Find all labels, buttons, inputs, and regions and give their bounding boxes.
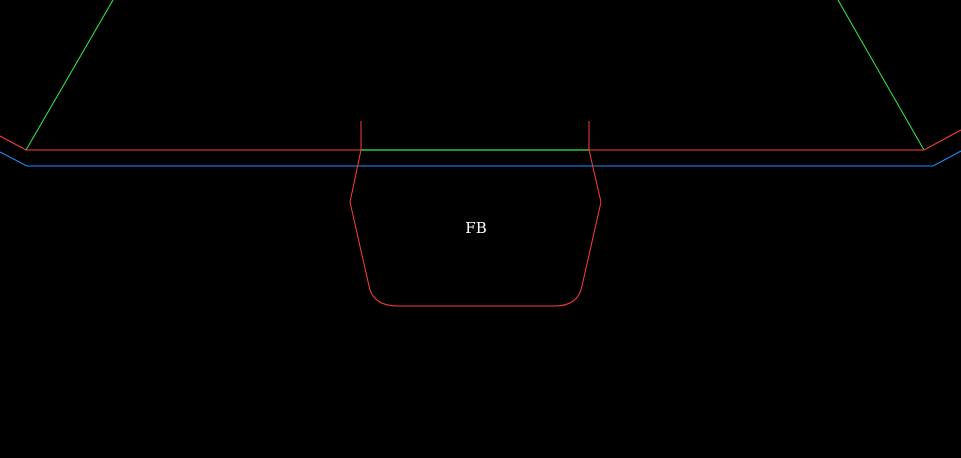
- channel-fb-outline: [349, 149, 602, 307]
- right-slope-line: [837, 0, 925, 151]
- offset-line: [0, 150, 961, 167]
- left-slope-line: [25, 0, 114, 151]
- region-label-fb: FB: [465, 219, 486, 237]
- left-surface-line: [0, 135, 361, 151]
- right-surface-line: [589, 129, 961, 151]
